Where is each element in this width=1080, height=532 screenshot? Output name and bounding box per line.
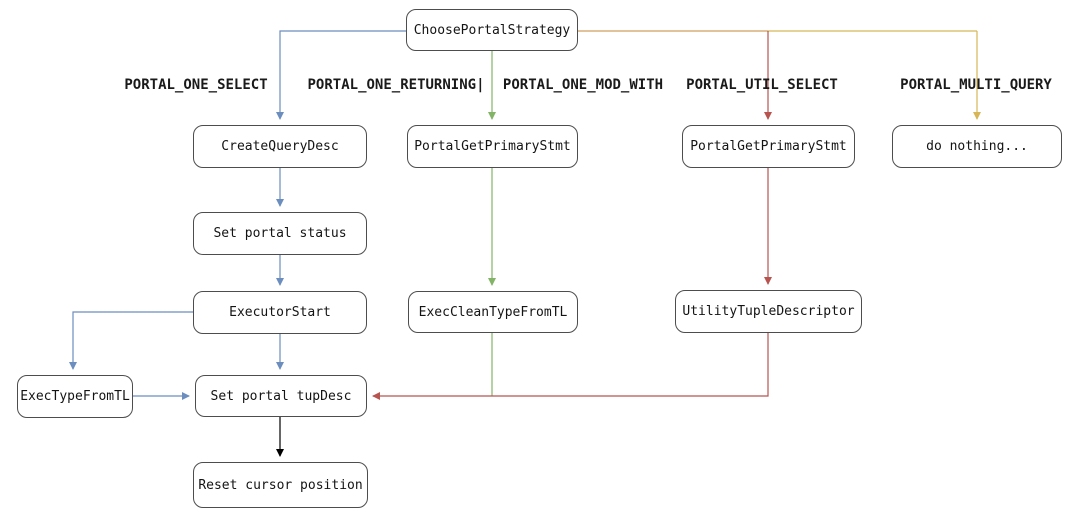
node-label-exec-clean-type-from-tl: ExecCleanTypeFromTL	[418, 304, 568, 320]
node-exec-type-from-tl: ExecTypeFromTL	[17, 375, 133, 418]
edge-label-portal-one-returning: PORTAL_ONE_RETURNING|	[307, 77, 485, 93]
node-portal-get-primary-stmt-1: PortalGetPrimaryStmt	[407, 125, 578, 168]
edge-label-portal-one-select: PORTAL_ONE_SELECT	[124, 77, 268, 93]
edge-executor-start-to-exec-type-from-tl	[69, 311, 193, 370]
node-label-executor-start: ExecutorStart	[229, 305, 331, 320]
edge-label-portal-util-select: PORTAL_UTIL_SELECT	[686, 77, 838, 93]
edge-label-portal-one-mod-with: PORTAL_ONE_MOD_WITH	[502, 77, 664, 93]
node-label-choose-portal-strategy: ChoosePortalStrategy	[413, 22, 571, 38]
node-label-exec-type-from-tl: ExecTypeFromTL	[20, 389, 130, 404]
node-label-do-nothing: do nothing...	[926, 139, 1028, 154]
node-create-query-desc: CreateQueryDesc	[193, 125, 367, 168]
node-label-portal-get-primary-stmt-2: PortalGetPrimaryStmt	[690, 139, 847, 154]
edge-choose-portal-strategy-to-create-query-desc	[276, 30, 406, 120]
node-exec-clean-type-from-tl: ExecCleanTypeFromTL	[408, 291, 578, 333]
node-label-utility-tuple-descriptor: UtilityTupleDescriptor	[682, 304, 855, 319]
node-label-set-portal-tup-desc: Set portal tupDesc	[210, 388, 352, 404]
node-portal-get-primary-stmt-2: PortalGetPrimaryStmt	[682, 125, 855, 168]
node-set-portal-status: Set portal status	[193, 212, 367, 255]
node-utility-tuple-descriptor: UtilityTupleDescriptor	[675, 290, 862, 333]
edge-utility-tuple-descriptor-to-set-portal-tup-desc	[372, 333, 769, 400]
node-label-create-query-desc: CreateQueryDesc	[221, 139, 339, 154]
node-choose-portal-strategy: ChoosePortalStrategy	[406, 9, 578, 51]
edge-label-portal-multi-query: PORTAL_MULTI_QUERY	[900, 77, 1052, 93]
node-executor-start: ExecutorStart	[193, 291, 367, 334]
node-label-portal-get-primary-stmt-1: PortalGetPrimaryStmt	[414, 139, 571, 154]
node-do-nothing: do nothing...	[892, 125, 1062, 168]
node-label-set-portal-status: Set portal status	[213, 226, 347, 241]
node-set-portal-tup-desc: Set portal tupDesc	[195, 375, 367, 417]
node-reset-cursor-position: Reset cursor position	[193, 462, 368, 508]
node-label-reset-cursor-position: Reset cursor position	[198, 477, 363, 493]
